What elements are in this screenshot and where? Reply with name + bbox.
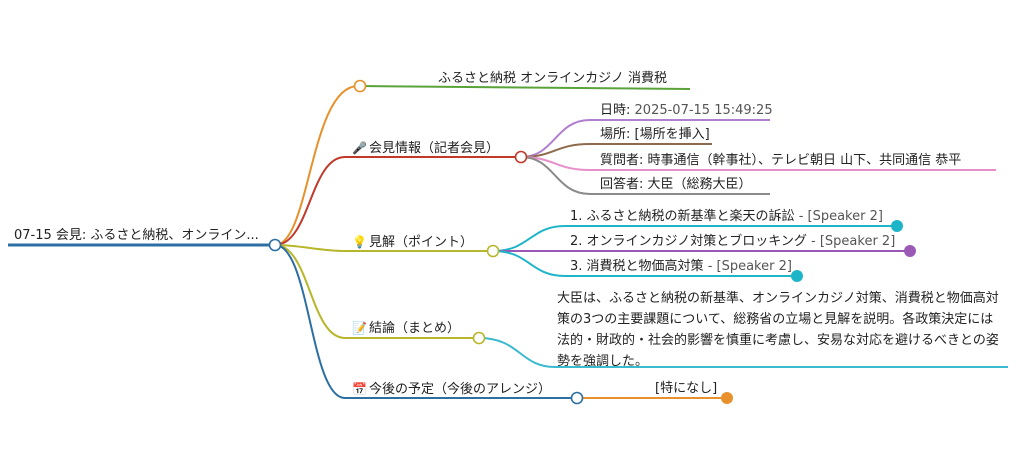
schedule-label[interactable]: 📅今後の予定（今後のアレンジ） [352,382,551,397]
memo-icon: 📝 [352,321,367,335]
calendar-icon: 📅 [352,382,367,396]
branch-conclusion-curve [274,244,479,339]
conclusion-label[interactable]: 📝結論（まとめ） [352,321,460,336]
topic-label[interactable]: ふるさと納税 オンラインカジノ 消費税 [438,71,668,86]
conclusion-leaf-line [478,337,1008,368]
branch-views-curve [274,244,493,252]
branch-schedule-curve [274,244,577,399]
meeting-child-line-answerer [520,156,770,195]
schedule-leaf-dot[interactable] [721,392,733,404]
conclusion-node-circle[interactable] [472,331,486,345]
root-label[interactable]: 07-15 会見: ふるさと納税、オンライン... [14,228,259,243]
meeting-node-circle[interactable] [514,150,528,164]
views-child-line-3 [492,250,797,277]
views-child-3[interactable]: 3. 消費税と物価高対策 - [Speaker 2] [570,259,792,274]
root-node-circle[interactable] [268,238,282,252]
views-node-circle[interactable] [486,244,500,258]
meeting-child-place[interactable]: 場所: [場所を挿入] [600,127,710,142]
branch-meeting-curve [274,156,520,246]
views-child-3-dot[interactable] [791,270,803,282]
views-child-line-1 [492,225,897,252]
conclusion-text: 大臣は、ふるさと納税の新基準、オンラインカジノ対策、消費税と物価高対策の3つの主… [557,291,999,369]
schedule-child[interactable]: [特になし] [655,381,718,396]
views-child-2[interactable]: 2. オンラインカジノ対策とブロッキング - [Speaker 2] [570,234,896,249]
meeting-child-line-datetime [520,119,770,158]
schedule-node-circle[interactable] [570,391,584,405]
meeting-child-datetime[interactable]: 日時: 2025-07-15 15:49:25 [600,103,773,118]
meeting-label[interactable]: 🎤会見情報（記者会見） [352,141,499,156]
views-child-2-dot[interactable] [904,245,916,257]
views-child-1-dot[interactable] [891,220,903,232]
meeting-child-line-place [520,143,712,158]
views-child-1[interactable]: 1. ふるさと納税の新基準と楽天の訴訟 - [Speaker 2] [570,209,883,224]
meeting-child-questioners[interactable]: 質問者: 時事通信（幹事社）、テレビ朝日 山下、共同通信 恭平 [600,153,962,168]
topic-node-circle[interactable] [353,79,367,93]
branch-topic-curve [274,85,360,246]
views-label[interactable]: 💡見解（ポイント） [352,235,473,250]
topic-leaf-line [359,85,691,90]
microphone-icon: 🎤 [352,141,367,155]
lightbulb-icon: 💡 [352,235,367,249]
meeting-child-answerer[interactable]: 回答者: 大臣（総務大臣） [600,177,752,192]
